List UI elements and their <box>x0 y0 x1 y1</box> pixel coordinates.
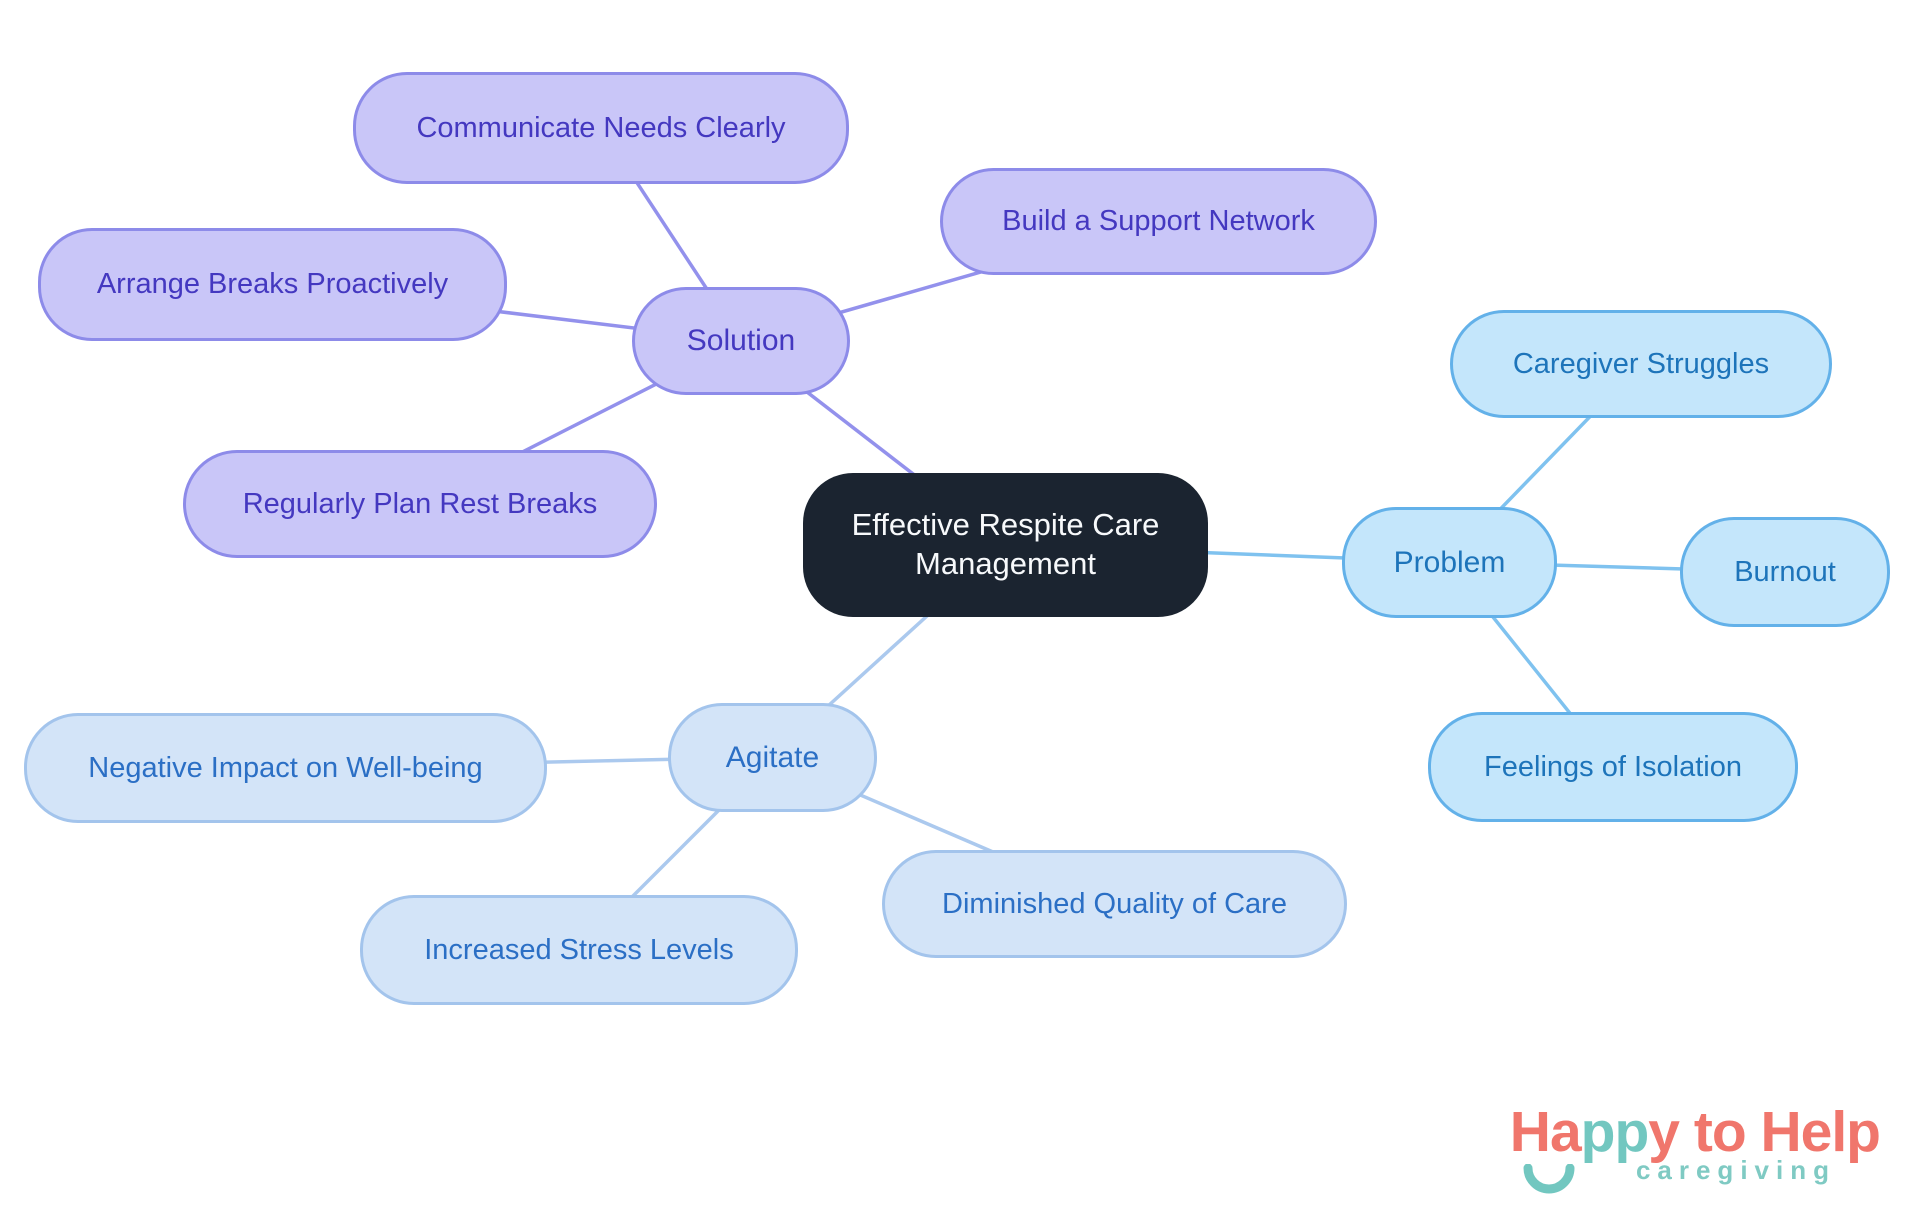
happy-to-help-logo: Happy to Help caregiving <box>1420 1104 1881 1194</box>
node-agitate[interactable]: Agitate <box>668 703 877 812</box>
communicate-needs-clearly-label: Communicate Needs Clearly <box>416 111 786 144</box>
node-build-support-network[interactable]: Build a Support Network <box>940 168 1377 275</box>
burnout-label: Burnout <box>1734 555 1836 588</box>
problem-label: Problem <box>1393 545 1506 579</box>
node-diminished-quality-care[interactable]: Diminished Quality of Care <box>882 850 1347 958</box>
agitate-label: Agitate <box>725 740 820 774</box>
arrange-breaks-proactively-label: Arrange Breaks Proactively <box>96 268 449 301</box>
feelings-of-isolation-label: Feelings of Isolation <box>1484 750 1742 783</box>
central-topic-label: Effective Respite Care Management <box>851 507 1160 581</box>
logo-word-start: Ha <box>1509 1100 1582 1164</box>
logo-wordmark: Happy to Help <box>1420 1104 1881 1161</box>
logo-word-mid: pp <box>1580 1100 1650 1164</box>
build-support-network-label: Build a Support Network <box>1002 205 1315 238</box>
node-feelings-of-isolation[interactable]: Feelings of Isolation <box>1428 712 1798 822</box>
node-burnout[interactable]: Burnout <box>1680 517 1890 627</box>
node-increased-stress-levels[interactable]: Increased Stress Levels <box>360 895 798 1005</box>
logo-subtitle: caregiving <box>1635 1155 1836 1185</box>
node-problem[interactable]: Problem <box>1342 507 1557 618</box>
node-negative-impact-wellbeing[interactable]: Negative Impact on Well-being <box>24 713 547 823</box>
diminished-quality-care-label: Diminished Quality of Care <box>942 887 1287 920</box>
node-central-topic[interactable]: Effective Respite Care Management <box>803 473 1208 617</box>
smile-icon <box>1523 1164 1575 1194</box>
node-arrange-breaks-proactively[interactable]: Arrange Breaks Proactively <box>38 228 507 341</box>
node-regularly-plan-rest-breaks[interactable]: Regularly Plan Rest Breaks <box>183 450 657 558</box>
negative-impact-wellbeing-label: Negative Impact on Well-being <box>88 751 483 784</box>
node-caregiver-struggles[interactable]: Caregiver Struggles <box>1450 310 1832 418</box>
node-communicate-needs-clearly[interactable]: Communicate Needs Clearly <box>353 72 849 184</box>
increased-stress-levels-label: Increased Stress Levels <box>424 933 734 966</box>
regularly-plan-rest-breaks-label: Regularly Plan Rest Breaks <box>242 487 598 520</box>
solution-label: Solution <box>686 324 796 358</box>
caregiver-struggles-label: Caregiver Struggles <box>1512 347 1770 380</box>
logo-word-end: y to Help <box>1648 1100 1881 1164</box>
node-solution[interactable]: Solution <box>632 287 850 395</box>
